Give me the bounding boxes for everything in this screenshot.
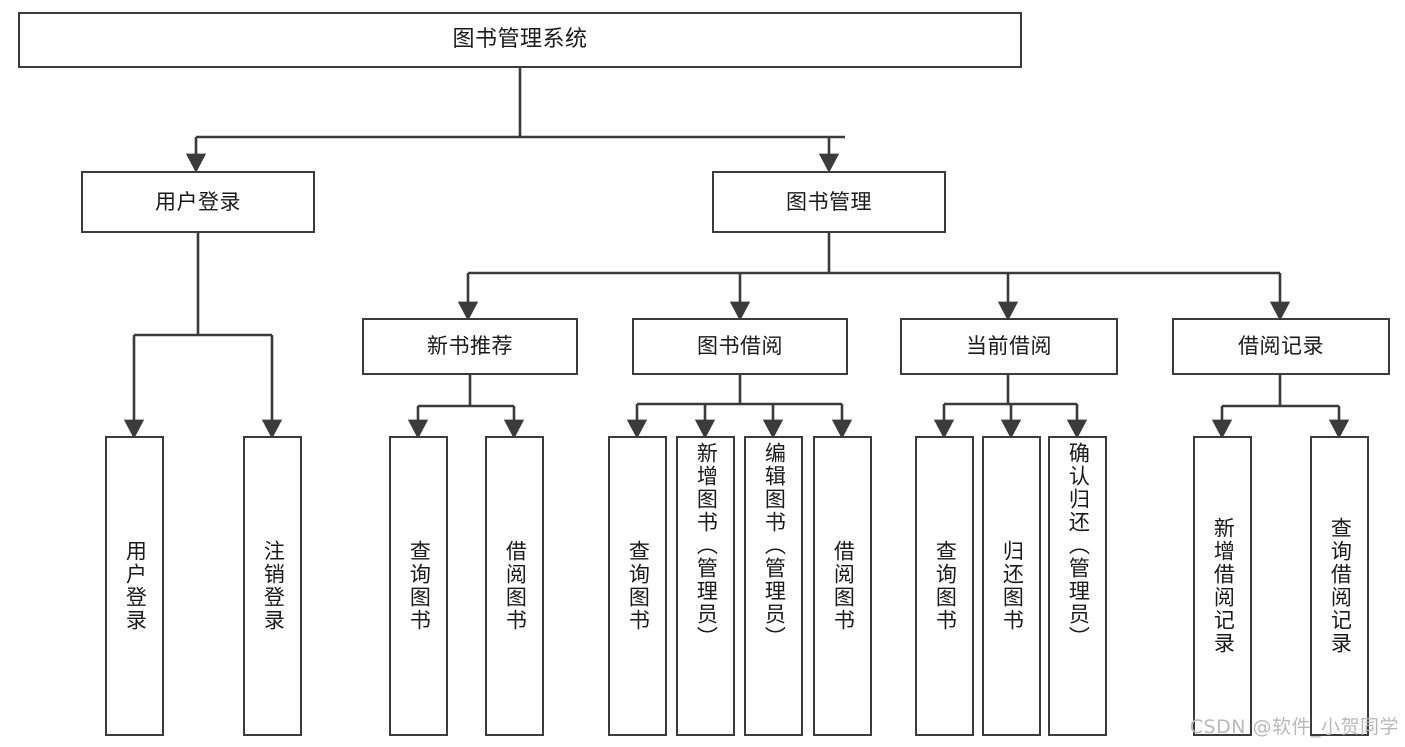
leaf-add-borrow-record[interactable]: 新增借阅记录 [1193,436,1252,736]
node-label: 确认归还（管理员） [1066,442,1091,649]
leaf-query-book-current[interactable]: 查询图书 [915,436,974,736]
leaf-borrow-book[interactable]: 借阅图书 [813,436,872,736]
leaf-confirm-return[interactable]: 确认归还（管理员） [1048,436,1107,736]
node-label: 查询图书 [407,540,432,632]
leaf-edit-book[interactable]: 编辑图书（管理员） [744,436,803,736]
leaf-borrow-book-recommend[interactable]: 借阅图书 [485,436,544,736]
node-book-manage[interactable]: 图书管理 [712,171,946,233]
leaf-logout-login[interactable]: 注销登录 [243,436,302,736]
leaf-user-login[interactable]: 用户登录 [105,436,164,736]
node-label: 查询图书 [933,540,958,632]
node-label: 查询图书 [626,540,651,632]
csdn-watermark: CSDN @软件_小贺同学 [1189,716,1399,738]
node-label: 新增借阅记录 [1211,517,1236,655]
leaf-return-book[interactable]: 归还图书 [982,436,1041,736]
node-label: 归还图书 [1000,540,1025,632]
leaf-query-book-borrow[interactable]: 查询图书 [608,436,667,736]
node-label: 新增图书（管理员） [694,442,719,649]
node-borrow-record[interactable]: 借阅记录 [1172,318,1390,375]
node-label: 图书管理系统 [452,27,588,53]
node-user-login[interactable]: 用户登录 [81,171,315,233]
node-label: 借阅图书 [831,540,856,632]
node-book-borrow[interactable]: 图书借阅 [632,318,848,375]
node-label: 借阅记录 [1238,334,1324,359]
node-label: 借阅图书 [503,540,528,632]
node-label: 图书管理 [786,189,872,214]
node-current-borrow[interactable]: 当前借阅 [900,318,1118,375]
leaf-query-book-recommend[interactable]: 查询图书 [389,436,448,736]
node-label: 用户登录 [123,540,148,632]
node-label: 编辑图书（管理员） [762,442,787,649]
node-label: 新书推荐 [427,334,513,359]
node-label: 当前借阅 [966,334,1052,359]
node-label: 查询借阅记录 [1328,517,1353,655]
node-root-system[interactable]: 图书管理系统 [18,12,1022,68]
leaf-query-borrow-record[interactable]: 查询借阅记录 [1310,436,1369,736]
node-label: 用户登录 [155,189,241,214]
node-label: 图书借阅 [697,334,783,359]
node-new-book-recommend[interactable]: 新书推荐 [362,318,578,375]
node-label: 注销登录 [261,540,286,632]
leaf-add-book[interactable]: 新增图书（管理员） [676,436,735,736]
